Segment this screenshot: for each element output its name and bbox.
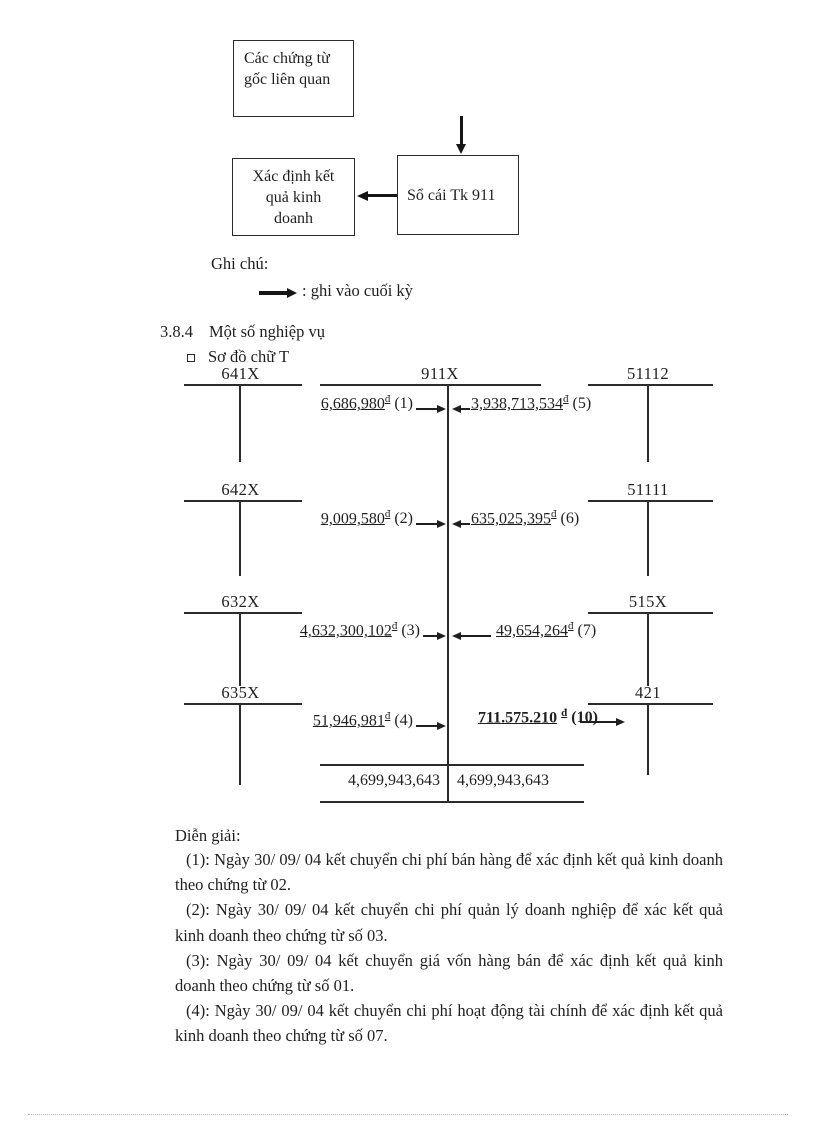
credit-arrow-icon: [452, 519, 470, 528]
taccount-top-line: [588, 703, 713, 705]
explanation-title: Diễn giải:: [175, 826, 241, 845]
flowchart-box-source-documents: Các chứng từ gốc liên quan: [233, 40, 354, 117]
entry-ref: (6): [560, 510, 580, 528]
taccount-stem-line: [239, 384, 241, 462]
taccount-top-line: [184, 612, 302, 614]
taccount-top-line: [184, 703, 302, 705]
credit-amount: 49,654,264: [496, 622, 568, 640]
entry-ref: (2): [394, 510, 413, 528]
square-bullet-icon: [187, 354, 195, 362]
debit-amount: 51,946,981: [312, 712, 385, 730]
account-label: 421: [635, 683, 661, 702]
entry-ref: (1): [394, 395, 413, 413]
currency-superscript: đ: [563, 393, 569, 405]
entry-ref: (5): [572, 395, 592, 413]
flowchart-box-business-result: Xác định kết quả kinh doanh: [232, 158, 355, 236]
explanation-list: (1): Ngày 30/ 09/ 04 kết chuyển chi phí …: [175, 847, 723, 1049]
debit-entry: 4,632,300,102đ(3): [255, 620, 420, 640]
taccount-stem-line: [239, 703, 241, 785]
debit-arrow-icon: [416, 721, 446, 730]
bullet-label: Sơ đồ chữ T: [208, 347, 290, 366]
entry-ref: (10): [571, 709, 598, 727]
debit-amount: 4,632,300,102: [299, 622, 392, 640]
page-bottom-dotted-rule: [28, 1114, 788, 1115]
total-credit: 4,699,943,643: [457, 772, 549, 789]
totals-bottom-line: [320, 801, 584, 803]
profit-transfer-entry: 711.575.210 đ(10): [478, 707, 638, 727]
section-title: Một số nghiệp vụ: [209, 322, 325, 341]
credit-entry: 3,938,713,534đ(5): [471, 393, 681, 413]
credit-amount: 3,938,713,534: [471, 395, 563, 413]
account-label: 51112: [626, 364, 670, 383]
explanation-item: (4): Ngày 30/ 09/ 04 kết chuyển chi phí …: [175, 1001, 723, 1046]
credit-entry: 49,654,264đ(7): [496, 620, 706, 640]
credit-amount: 635,025,395: [471, 510, 551, 528]
taccount-stem-line: [447, 384, 449, 801]
debit-entry: 9,009,580đ(2): [255, 508, 413, 528]
account-label: 635X: [221, 683, 260, 702]
credit-arrow-icon: [452, 631, 491, 640]
taccount-stem-line: [647, 703, 649, 775]
legend-arrow-icon: [259, 288, 297, 298]
flowchart-box-source-label: Các chứng từ gốc liên quan: [244, 50, 331, 88]
debit-arrow-icon: [416, 404, 446, 413]
debit-arrow-icon: [423, 631, 446, 640]
transfer-amount: 711.575.210: [478, 709, 558, 727]
taccount-top-line: [588, 612, 713, 614]
currency-superscript: đ: [561, 707, 568, 719]
totals-top-line: [320, 764, 584, 766]
credit-entry: 635,025,395đ(6): [471, 508, 681, 528]
account-label: 515X: [628, 592, 668, 611]
flowchart-box-ledger-label: Sổ cái Tk 911: [407, 186, 496, 204]
taccount-stem-line: [647, 612, 649, 686]
account-label: 642X: [221, 480, 260, 499]
credit-arrow-icon: [452, 404, 470, 413]
taccount-stem-line: [239, 612, 241, 686]
flowchart-box-ledger-911: Sổ cái Tk 911: [397, 155, 519, 235]
taccount-stem-line: [647, 500, 649, 576]
taccount-top-line: [184, 384, 302, 386]
entry-ref: (4): [394, 712, 413, 730]
account-label: 632X: [221, 592, 260, 611]
currency-superscript: đ: [384, 710, 391, 722]
taccount-top-line: [588, 384, 713, 386]
taccount-top-line: [588, 500, 713, 502]
debit-arrow-icon: [416, 519, 446, 528]
currency-superscript: đ: [384, 508, 391, 520]
currency-superscript: đ: [551, 508, 557, 520]
currency-superscript: đ: [391, 620, 398, 632]
flowchart-box-result-label: Xác định kết quả kinh doanh: [252, 167, 335, 227]
center-account-label: 911X: [421, 364, 459, 383]
bullet-item: Sơ đồ chữ T: [187, 347, 289, 367]
legend-title: Ghi chú:: [211, 254, 269, 273]
arrow-left-icon: [357, 190, 397, 201]
account-label: 641X: [221, 364, 260, 383]
explanation-item: (2): Ngày 30/ 09/ 04 kết chuyển chi phí …: [175, 900, 723, 945]
legend-text: : ghi vào cuối kỳ: [302, 281, 413, 300]
section-heading: 3.8.4 Một số nghiệp vụ: [160, 322, 325, 342]
currency-superscript: đ: [568, 620, 574, 632]
arrow-down-icon: [456, 116, 466, 154]
debit-amount: 6,686,980: [320, 395, 385, 413]
section-number: 3.8.4: [160, 322, 193, 341]
account-label: 51111: [627, 480, 669, 499]
taccount-stem-line: [647, 384, 649, 462]
taccount-stem-line: [239, 500, 241, 576]
transfer-arrow-icon: [580, 717, 625, 726]
debit-amount: 9,009,580: [320, 510, 385, 528]
total-debit: 4,699,943,643: [348, 772, 440, 789]
taccount-top-line: [320, 384, 541, 386]
explanation-item: (1): Ngày 30/ 09/ 04 kết chuyển chi phí …: [175, 850, 723, 895]
entry-ref: (3): [401, 622, 420, 640]
entry-ref: (7): [577, 622, 597, 640]
currency-superscript: đ: [384, 393, 391, 405]
debit-entry: 51,946,981đ(4): [255, 710, 413, 730]
debit-entry: 6,686,980đ(1): [255, 393, 413, 413]
taccount-top-line: [184, 500, 302, 502]
explanation-item: (3): Ngày 30/ 09/ 04 kết chuyển giá vốn …: [175, 950, 723, 996]
